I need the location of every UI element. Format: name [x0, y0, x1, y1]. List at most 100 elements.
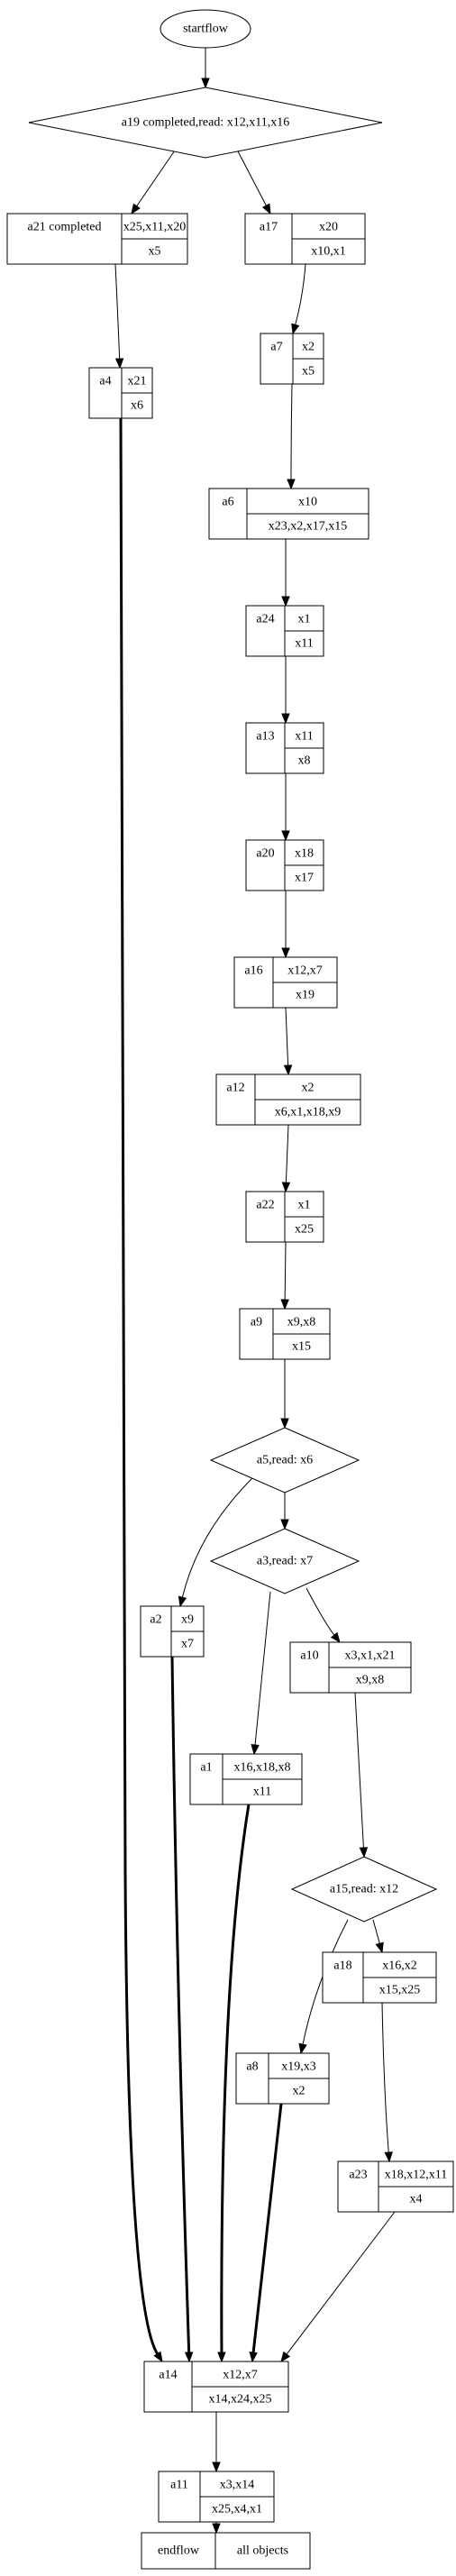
record-bottom-value: x19: [296, 989, 315, 1002]
arrowhead: [212, 2462, 221, 2473]
arrowhead: [281, 830, 290, 842]
edge-a1-to-a14: [217, 1804, 251, 2363]
decision-d2: a5,read: x6: [209, 1427, 360, 1494]
start-label: startflow: [183, 23, 229, 36]
edge-a13-to-a20: [281, 773, 290, 842]
record-top-value: x25,x11,x20: [123, 221, 186, 234]
arrowhead: [281, 713, 290, 725]
record-bottom-value: x6: [131, 399, 143, 413]
edge-a2-to-a14: [170, 1656, 194, 2363]
record-top-value: x21: [128, 375, 147, 388]
record-top-value: x18: [295, 847, 314, 861]
arrowhead: [281, 1182, 291, 1193]
record-top-value: x3,x1,x21: [345, 1649, 396, 1663]
edge-a4-to-a14: [119, 417, 163, 2363]
record-name: a1: [200, 1761, 212, 1775]
record-bottom-value: x5: [302, 365, 315, 379]
record-bottom-value: x14,x24,x25: [209, 2393, 272, 2407]
record-top-value: x2: [302, 1082, 315, 1095]
edge-a10-to-d4: [354, 1692, 369, 1859]
arrowhead: [217, 2352, 226, 2363]
edge-a17-to-a7: [291, 263, 306, 335]
record-name: a11: [170, 2479, 188, 2492]
record-bottom-value: x25: [295, 1223, 314, 1237]
edge-a23-to-a14: [280, 2211, 396, 2363]
record-name: a20: [256, 847, 274, 861]
record-top-value: x11: [295, 730, 313, 744]
record-a23: a23 x18,x12,x11 x4: [337, 2160, 454, 2213]
edge-a20-to-a16: [281, 891, 290, 959]
edges-layer: [114, 48, 396, 2535]
record-name: a18: [333, 1959, 351, 1973]
record-top-value: x10: [298, 496, 317, 509]
arrowhead: [251, 1744, 260, 1756]
arrowhead: [280, 1519, 289, 1530]
edge-d4-to-a8: [298, 1919, 349, 2055]
edge-a12-to-a22: [281, 1124, 291, 1193]
record-bottom-value: x4: [410, 2193, 423, 2206]
record-name: a9: [251, 1316, 262, 1329]
record-bottom-value: x11: [295, 637, 313, 651]
record-a20: a20 x18 x17: [245, 839, 324, 891]
record-bottom-value: x6,x1,x18,x9: [275, 1106, 342, 1119]
edge-a18-to-a23: [381, 2002, 393, 2163]
record-top-value: x9: [181, 1613, 194, 1627]
record-bottom-value: x15: [292, 1340, 311, 1354]
arrowhead: [280, 1299, 289, 1311]
record-name: a21 completed: [27, 221, 101, 234]
arrowhead: [283, 1064, 293, 1076]
arrowhead: [281, 947, 290, 959]
edge-d3-to-a10: [306, 1587, 341, 1644]
arrowhead: [184, 2352, 194, 2363]
arrowhead: [178, 1595, 187, 1608]
edge-d1-to-a21: [131, 147, 178, 215]
record-name: a14: [159, 2369, 177, 2382]
edge-d2-to-d3: [280, 1493, 289, 1530]
record-bottom-value: x11: [253, 1786, 271, 1799]
record-name: a22: [256, 1199, 274, 1212]
record-name: a16: [244, 964, 262, 978]
record-a10: a10 x3,x1,x21 x9,x8: [289, 1641, 412, 1694]
record-name: a8: [246, 2060, 258, 2074]
record-name: a10: [300, 1649, 318, 1663]
arrowhead: [249, 2352, 258, 2363]
decision-d4: a15,read: x12: [290, 1856, 438, 1923]
record-top-value: x18,x12,x11: [385, 2169, 447, 2182]
arrowhead: [375, 1941, 384, 1954]
edge-a7-to-a6: [287, 383, 296, 490]
edge-d3-to-a1: [251, 1591, 271, 1756]
record-name: a23: [349, 2169, 367, 2182]
edge-a14-to-a11: [212, 2412, 221, 2473]
record-top-value: x1: [298, 1199, 311, 1212]
record-name: a12: [226, 1082, 244, 1095]
record-bottom-value: x15,x25: [379, 1984, 421, 1997]
decision-label: a15,read: x12: [330, 1883, 398, 1896]
arrowhead: [330, 1631, 341, 1644]
record-bottom-value: x5: [149, 245, 161, 259]
arrowhead: [384, 2151, 393, 2163]
record-top-value: x1: [298, 613, 311, 626]
record-top-value: x2: [302, 341, 315, 354]
start-node: startflow: [160, 9, 251, 49]
arrowhead: [291, 323, 300, 335]
arrowhead: [280, 2351, 291, 2363]
edge-d1-to-a17: [235, 147, 271, 215]
record-bottom-value: x17: [295, 872, 314, 885]
record-name: a7: [270, 341, 282, 354]
record-top-value: x3,x14: [220, 2479, 255, 2492]
edge-a11-to-end: [212, 2522, 221, 2535]
edge-a9-to-d2: [280, 1359, 289, 1430]
record-bottom-value: x9,x8: [356, 1674, 385, 1687]
record-value: all objects: [237, 2544, 288, 2558]
edge-a16-to-a12: [283, 1007, 293, 1076]
arrowhead: [212, 2523, 221, 2535]
